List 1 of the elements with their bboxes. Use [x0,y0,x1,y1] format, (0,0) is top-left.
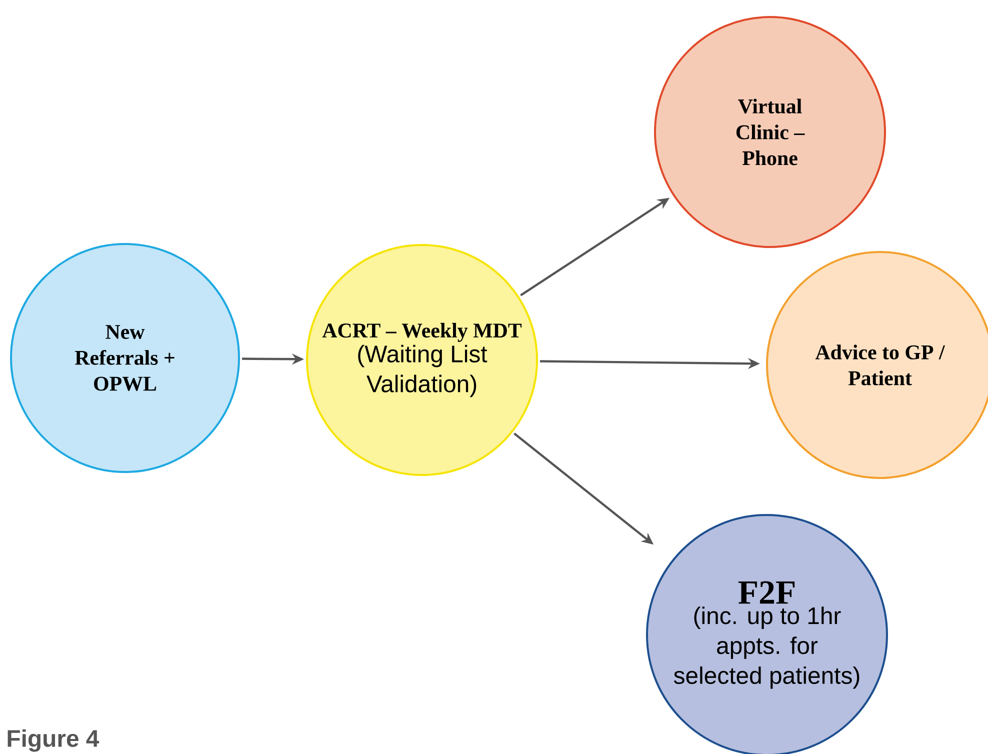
figure-caption: Figure 4 [8,729,100,752]
